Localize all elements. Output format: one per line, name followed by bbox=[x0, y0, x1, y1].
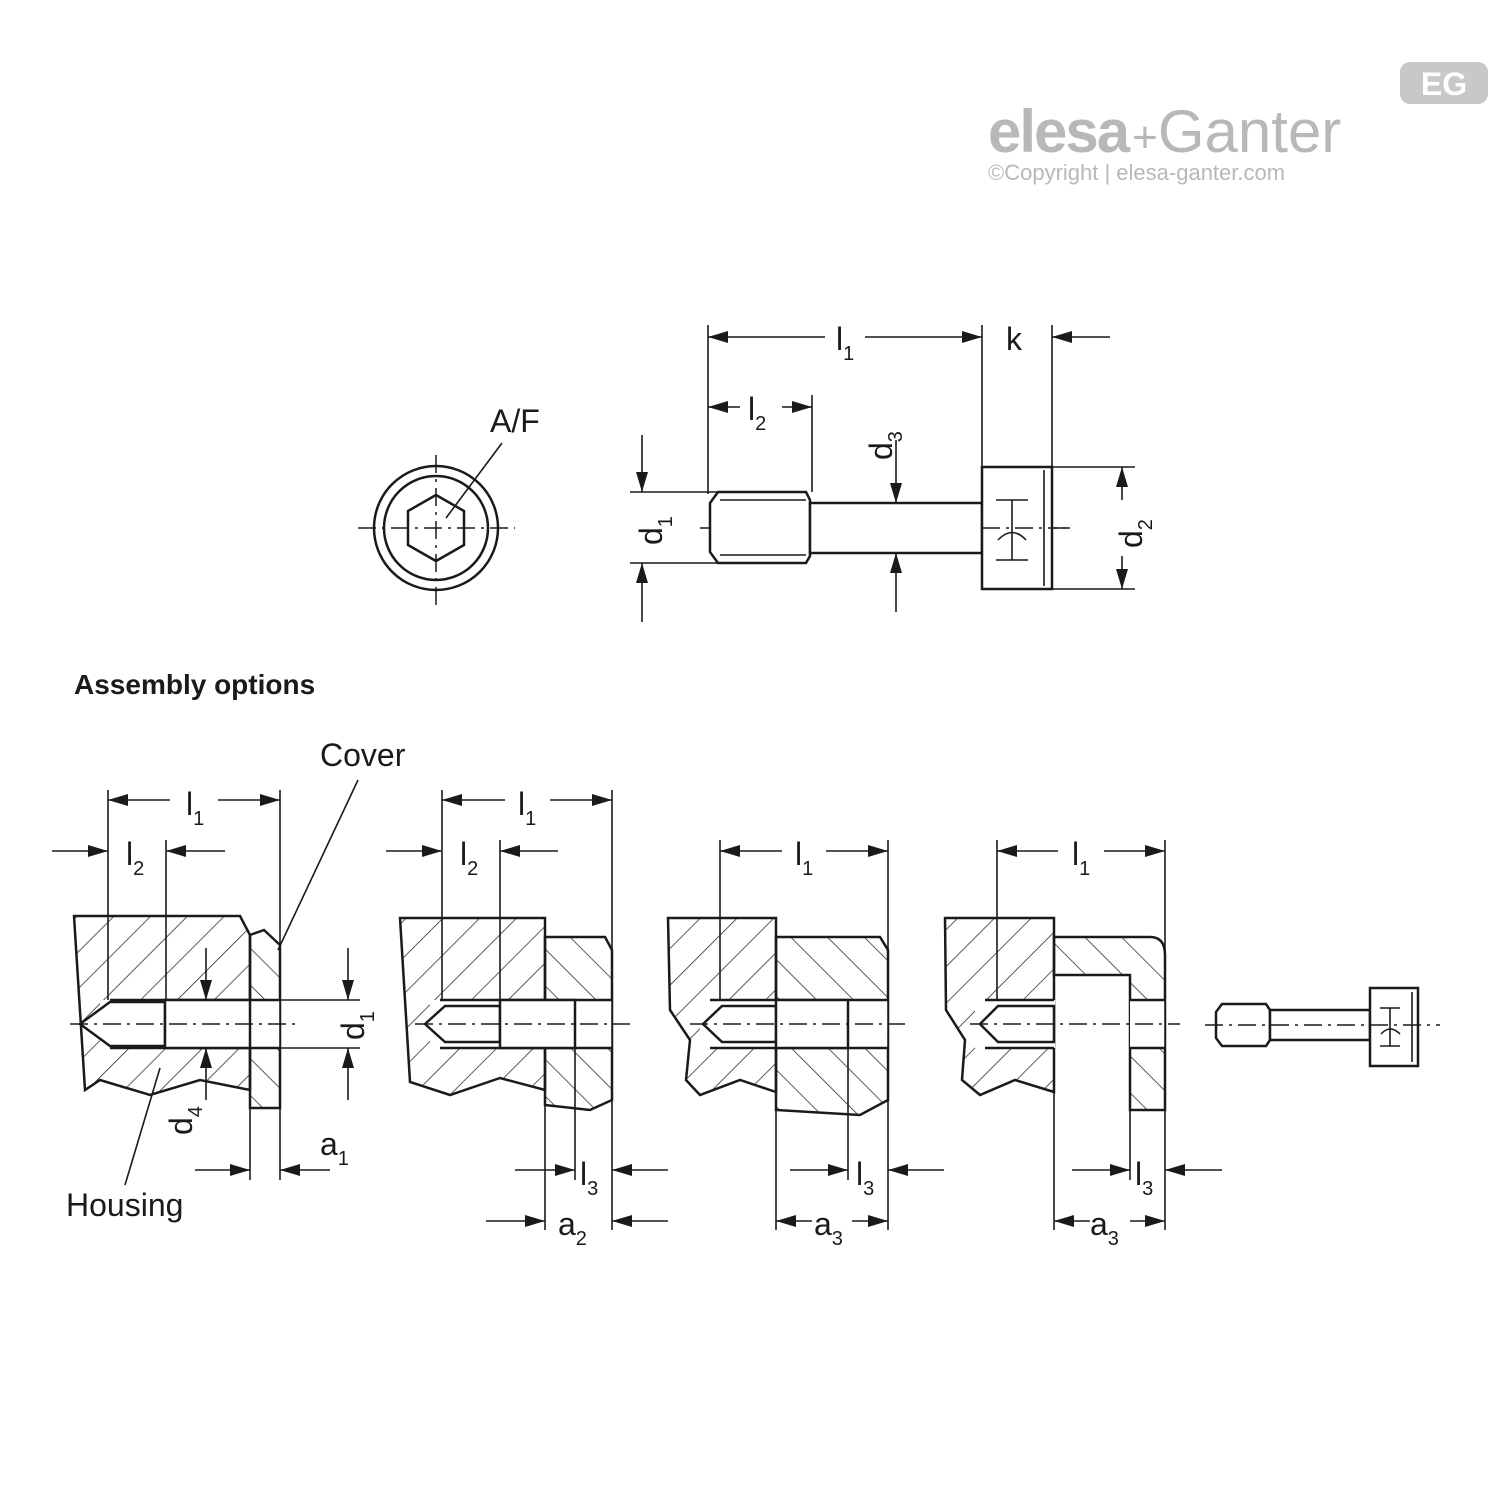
l2-label: l2 bbox=[748, 391, 766, 435]
d2-label: d2 bbox=[1113, 519, 1157, 548]
d1-label: d1 bbox=[633, 516, 677, 545]
opt3-a3-label: a3 bbox=[814, 1206, 843, 1250]
brand-name-part1: elesa bbox=[988, 98, 1131, 165]
standalone-screw bbox=[1205, 986, 1440, 1068]
housing-label: Housing bbox=[66, 1187, 183, 1223]
af-label: A/F bbox=[490, 403, 540, 439]
assembly-option-4: l1 l3 a3 bbox=[943, 836, 1222, 1250]
opt1-l2-label: l2 bbox=[126, 836, 144, 880]
cover-label: Cover bbox=[320, 737, 406, 773]
brand-badge-text: EG bbox=[1421, 66, 1467, 102]
opt4-a3-label: a3 bbox=[1090, 1206, 1119, 1250]
assembly-title: Assembly options bbox=[74, 669, 315, 700]
opt2-a2-label: a2 bbox=[558, 1206, 587, 1250]
opt2-l1-label: l1 bbox=[518, 786, 536, 830]
l1-label: l1 bbox=[836, 321, 854, 365]
brand-plus: + bbox=[1132, 113, 1158, 162]
opt1-d1-label: d1 bbox=[335, 1011, 379, 1040]
brand-name-part2: Ganter bbox=[1158, 98, 1341, 165]
k-label: k bbox=[1006, 321, 1023, 357]
opt3-l1-label: l1 bbox=[795, 836, 813, 880]
opt1-l1-label: l1 bbox=[186, 786, 204, 830]
d3-label: d3 bbox=[863, 431, 907, 460]
brand-badge bbox=[1400, 62, 1488, 104]
brand-logo: EG elesa+Ganter ©Copyright | elesa-gante… bbox=[988, 62, 1488, 185]
screw-side-view: l1 k l2 d1 d3 d2 bbox=[630, 321, 1157, 622]
opt2-l2-label: l2 bbox=[460, 836, 478, 880]
brand-name: elesa+Ganter bbox=[988, 98, 1341, 165]
assembly-option-3: l1 l3 a3 bbox=[666, 836, 944, 1250]
opt1-d4-label: d4 bbox=[163, 1106, 207, 1135]
brand-copyright: ©Copyright | elesa-ganter.com bbox=[988, 160, 1285, 185]
assembly-option-2: l1 l2 l3 a2 bbox=[386, 786, 668, 1250]
end-view: A/F bbox=[358, 403, 540, 605]
opt2-l3-label: l3 bbox=[580, 1156, 598, 1200]
opt3-l3-label: l3 bbox=[856, 1156, 874, 1200]
opt1-a1-label: a1 bbox=[320, 1126, 349, 1170]
opt4-l3-label: l3 bbox=[1135, 1156, 1153, 1200]
opt4-l1-label: l1 bbox=[1072, 836, 1090, 880]
assembly-option-1: l1 l2 d1 d4 a1 Cover Housing bbox=[52, 737, 406, 1223]
